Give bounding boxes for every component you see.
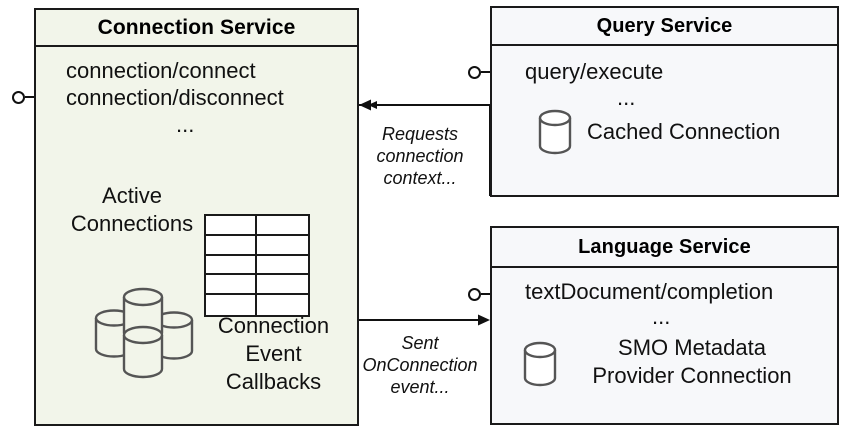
arrow-label-line1: Sent	[401, 333, 439, 353]
operation-query-execute: query/execute	[525, 59, 664, 84]
table-cell	[206, 255, 257, 276]
connection-service-operations-ellipsis: ...	[176, 112, 195, 137]
active-connections-label-line1: Active	[102, 183, 162, 208]
language-service-box[interactable]: Language Service textDocument/completion…	[490, 226, 839, 425]
arrow-label-line3: context...	[383, 168, 457, 188]
cached-connection-label: Cached Connection	[587, 119, 781, 144]
active-connections-label-line2: Connections	[70, 211, 194, 236]
arrow-label-line2: OnConnection	[362, 355, 478, 375]
connection-service-box[interactable]: Connection Service connection/connect co…	[34, 8, 359, 426]
arrow-label-line3: event...	[390, 377, 450, 397]
table-cell	[206, 275, 257, 296]
arrow-label-sent-onconnection-event: Sent OnConnection event...	[355, 332, 485, 398]
active-connections-label: Active Connections	[52, 182, 212, 238]
smo-metadata-provider-connection-label: SMO Metadata Provider Connection	[567, 334, 817, 390]
lollipop-ball-icon	[12, 90, 25, 104]
operation-textdocument-completion: textDocument/completion	[525, 279, 774, 304]
arrow-label-line1: Requests	[381, 124, 459, 144]
language-service-body: textDocument/completion ... SMO Metadata…	[492, 268, 837, 423]
connection-event-callbacks-label: Connection Event Callbacks	[196, 312, 351, 396]
table-cell	[206, 216, 257, 236]
query-service-operations-ellipsis: ...	[617, 85, 636, 110]
table-cell	[257, 236, 308, 256]
smo-label-line1: SMO Metadata	[618, 335, 766, 360]
table-cell	[206, 295, 257, 315]
callbacks-label-line2: Event	[245, 341, 302, 366]
query-service-title: Query Service	[492, 8, 837, 46]
arrow-label-requests-connection-context: Requests connection context...	[355, 123, 485, 189]
smo-label-line2: Provider Connection	[592, 363, 792, 388]
connection-service-title: Connection Service	[36, 10, 357, 47]
database-cluster-icon	[94, 287, 194, 379]
callbacks-label-line1: Connection	[217, 313, 330, 338]
lollipop-ball-icon	[468, 65, 481, 79]
query-service-box[interactable]: Query Service query/execute ... Cached C…	[490, 6, 839, 197]
table-cell	[257, 216, 308, 236]
table-cell	[206, 235, 257, 256]
operation-connection-disconnect: connection/disconnect	[66, 85, 284, 110]
lollipop-ball-icon	[468, 287, 481, 301]
table-cell	[257, 256, 308, 276]
arrow-connection-to-language	[359, 314, 490, 326]
database-cylinder-icon	[538, 109, 572, 155]
operation-connection-connect: connection/connect	[66, 58, 256, 83]
database-cylinder-icon	[523, 341, 557, 387]
query-service-body: query/execute ... Cached Connection	[492, 46, 837, 195]
callbacks-label-line3: Callbacks	[225, 369, 322, 394]
language-service-title: Language Service	[492, 228, 837, 268]
language-service-operations-ellipsis: ...	[652, 304, 671, 329]
table-grid-icon	[204, 214, 310, 317]
arrow-label-line2: connection	[376, 146, 464, 166]
connection-service-body: connection/connect connection/disconnect…	[36, 47, 357, 424]
table-cell	[257, 275, 308, 296]
